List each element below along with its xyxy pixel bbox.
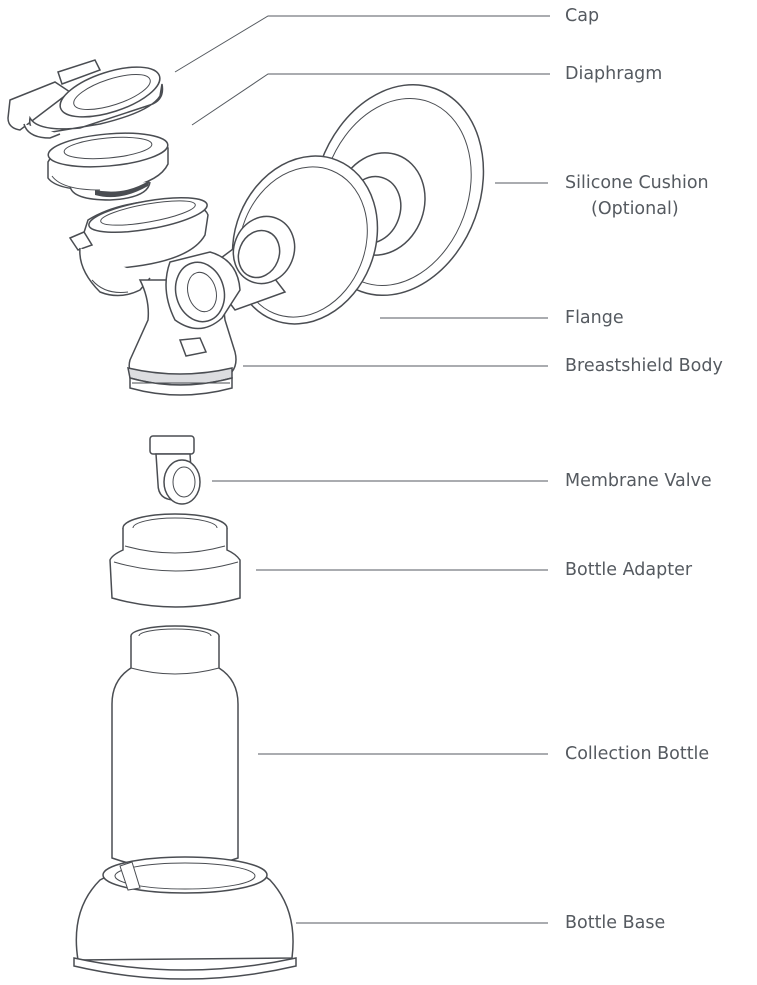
diaphragm-illustration [47, 129, 169, 200]
label-membrane-valve: Membrane Valve [565, 470, 712, 492]
label-bottle-adapter: Bottle Adapter [565, 559, 692, 581]
bottle-base-illustration [74, 857, 296, 979]
label-flange: Flange [565, 307, 624, 329]
collection-bottle-illustration [112, 626, 238, 869]
membrane-valve-illustration [150, 436, 200, 504]
label-cap: Cap [565, 5, 599, 27]
label-breastshield-body: Breastshield Body [565, 355, 723, 377]
label-bottle-base: Bottle Base [565, 912, 665, 934]
label-silicone-cushion: Silicone Cushion [565, 172, 709, 194]
cap-illustration [8, 57, 166, 138]
label-diaphragm: Diaphragm [565, 63, 662, 85]
label-silicone-cushion-optional: (Optional) [591, 198, 679, 220]
breastshield-body-illustration [70, 191, 240, 395]
leader-cap [175, 16, 550, 72]
bottle-adapter-illustration [110, 514, 240, 607]
label-collection-bottle: Collection Bottle [565, 743, 709, 765]
